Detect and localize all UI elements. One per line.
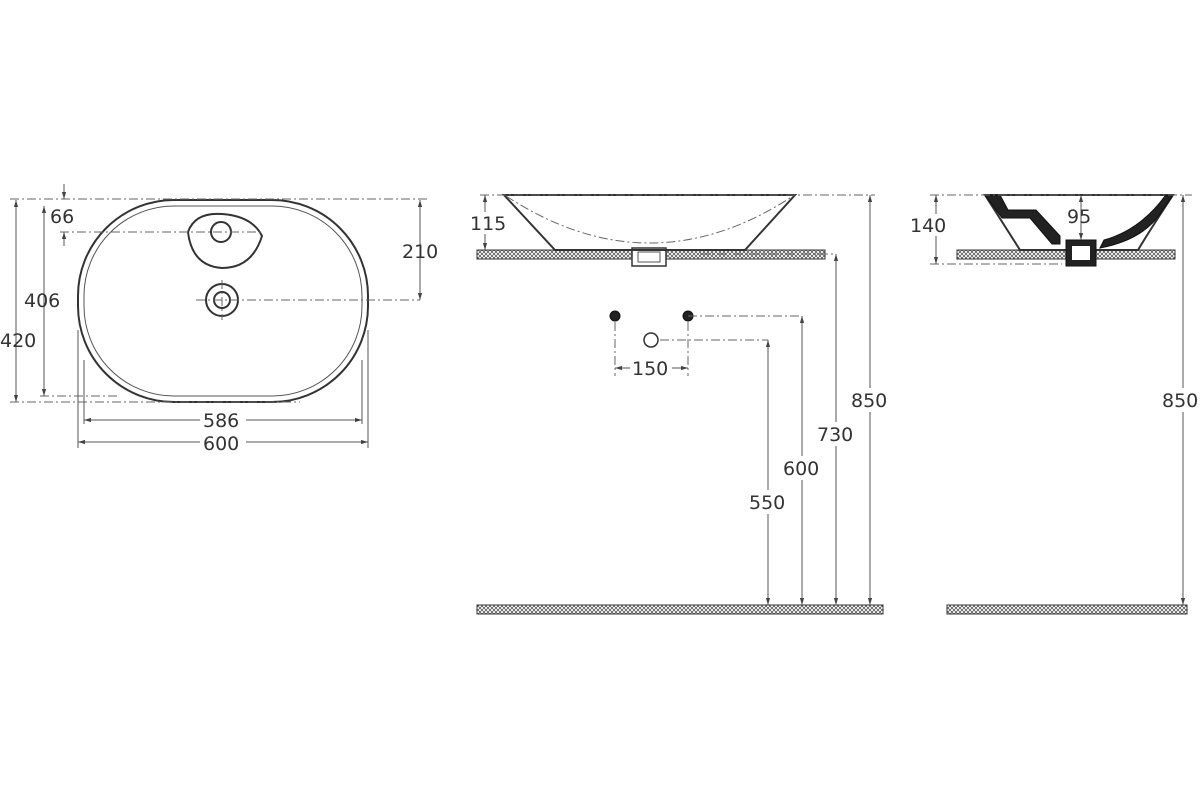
water-inlet-left [609,310,621,322]
dim-550-label: 550 [749,492,785,514]
dim-210-label: 210 [402,241,438,263]
basin-outer-outline [77,199,369,403]
dim-95-label: 95 [1067,206,1091,228]
basin-section-left-wall [984,194,1061,245]
dim-406-label: 406 [24,290,60,312]
dim-586-label: 586 [203,410,239,432]
dim-66-label: 66 [50,206,74,228]
dim-150-label: 150 [632,358,668,380]
side-view: 140 95 850 [908,194,1200,615]
front-view: 115 150 550 600 730 850 [468,194,892,615]
basin-inner-outline [83,205,363,397]
dim-850-side-label: 850 [1162,390,1198,412]
tap-boss [186,212,264,270]
dim-850-front-label: 850 [851,390,887,412]
dim-140-label: 140 [910,215,946,237]
floor-side [946,604,1188,615]
dim-420-label: 420 [0,330,36,352]
waste-outlet [643,332,659,348]
basin-section-right-wall [1099,194,1175,249]
floor-front [476,604,884,615]
dim-115-label: 115 [470,213,506,235]
top-view: 66 210 406 420 586 600 [0,184,438,455]
dim-600-front-label: 600 [783,458,819,480]
dim-730-label: 730 [817,424,853,446]
basin-profile-front [501,194,798,251]
dim-600-label: 600 [203,433,239,455]
